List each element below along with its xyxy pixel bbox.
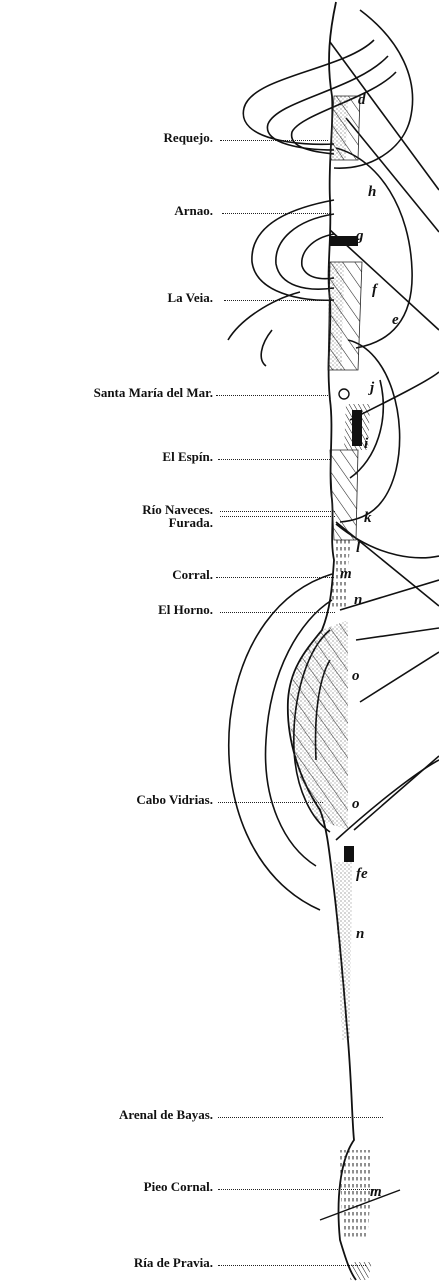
bed-letter-n: n — [354, 592, 362, 608]
bed-letter-m: m — [340, 566, 352, 582]
bed-letter-n-south: n — [356, 926, 364, 942]
stipple-la-veia — [328, 262, 344, 370]
bed-letter-k: k — [364, 510, 372, 526]
stipple-requejo — [332, 96, 348, 160]
church-marker-santa-maria — [339, 389, 349, 399]
bed-letter-j: j — [368, 380, 375, 396]
bed-letter-e: e — [392, 312, 399, 328]
strata-cabo-vidrias — [290, 620, 348, 830]
bed-letter-d: d — [358, 92, 366, 108]
bed-letter-m-south: m — [370, 1184, 382, 1200]
bed-letter-h: h — [368, 184, 376, 200]
strata-naveces — [330, 450, 358, 540]
bed-letter-f: f — [372, 282, 379, 298]
strata-ria — [350, 1262, 372, 1280]
bed-letter-o-upper: o — [352, 668, 360, 684]
coal-band-fe — [344, 846, 354, 862]
strata-pieo-cornal — [340, 1150, 372, 1240]
coal-band-espin — [352, 410, 362, 446]
bed-letter-g: g — [355, 228, 364, 244]
bed-letter-o-lower: o — [352, 796, 360, 812]
stipple-south — [334, 862, 352, 1040]
coal-band-arnao — [330, 236, 358, 246]
bed-letter-fe: fe — [356, 866, 368, 882]
